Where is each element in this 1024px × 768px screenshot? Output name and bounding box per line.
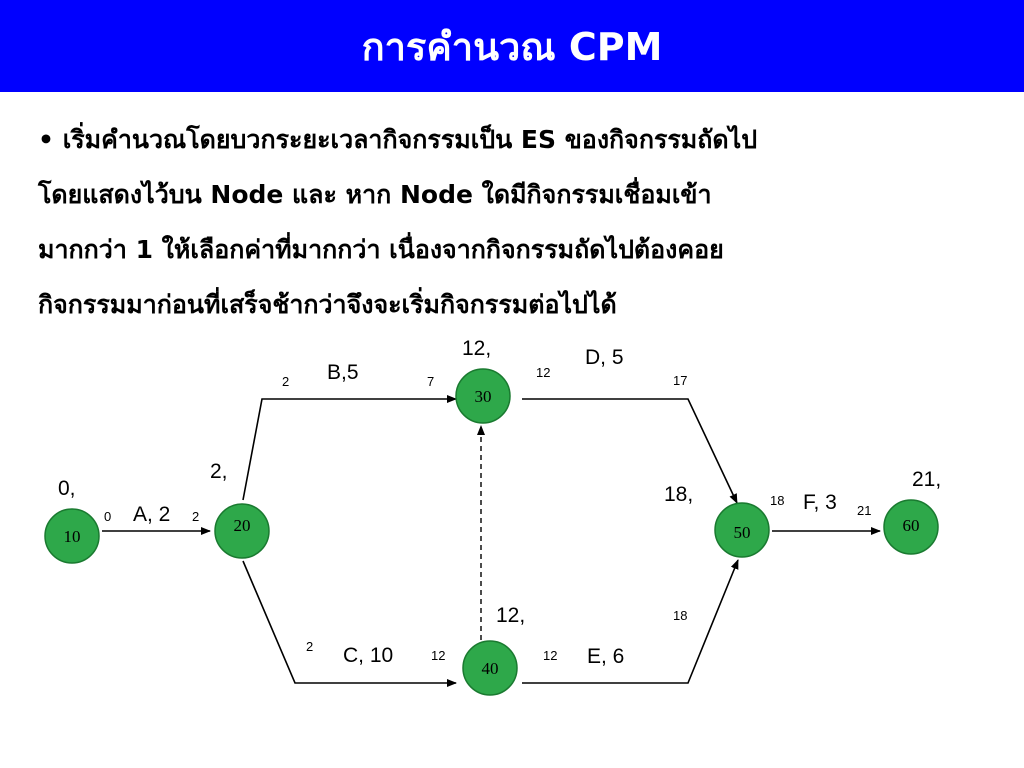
node-40-label: 40	[482, 659, 499, 678]
activity-E-label: E, 6	[587, 645, 624, 668]
node-50: 50	[714, 502, 770, 558]
arrow-activity-B	[242, 395, 457, 501]
arrow-activity-D	[522, 398, 738, 504]
node-40: 40	[462, 640, 518, 696]
activity-E-start: 12	[543, 648, 557, 663]
arrow-activity-E	[522, 559, 739, 684]
paragraph-line-4: กิจกรรมมาก่อนที่เสร็จช้ากว่าจึงจะเริ่มกิ…	[38, 290, 617, 319]
activity-B-end: 7	[427, 374, 434, 389]
activity-B-start: 2	[282, 374, 289, 389]
activity-E-end: 18	[673, 608, 687, 623]
node-10-label: 10	[64, 527, 81, 546]
node-50-es: 18,	[664, 483, 693, 506]
node-20: 20	[214, 503, 270, 559]
page-title: การคำนวณ CPM	[361, 24, 663, 69]
node-30: 30	[455, 368, 511, 424]
activity-C-end: 12	[431, 648, 445, 663]
bullet-icon: •	[38, 125, 54, 154]
node-60-es: 21,	[912, 468, 941, 491]
activity-F-end: 21	[857, 503, 871, 518]
node-40-es: 12,	[496, 604, 525, 627]
activity-B-label: B,5	[327, 361, 359, 384]
title-bar: การคำนวณ CPM	[0, 0, 1024, 92]
activity-D-start: 12	[536, 365, 550, 380]
node-30-es: 12,	[462, 337, 491, 360]
paragraph-line-3: มากกว่า 1 ให้เลือกค่าที่มากกว่า เนื่องจา…	[38, 235, 724, 264]
explanation-paragraph: • เริ่มคำนวณโดยบวกระยะเวลากิจกรรมเป็น ES…	[38, 112, 998, 332]
activity-F-label: F, 3	[803, 491, 837, 514]
activity-D-label: D, 5	[585, 346, 624, 369]
activity-A-end: 2	[192, 509, 199, 524]
paragraph-line-1-text: เริ่มคำนวณโดยบวกระยะเวลากิจกรรมเป็น ES ข…	[62, 125, 758, 154]
activity-F-start: 18	[770, 493, 784, 508]
node-20-label: 20	[234, 516, 251, 535]
arrow-activity-C	[242, 560, 457, 687]
node-20-es: 2,	[210, 460, 228, 483]
node-10: 10	[44, 508, 100, 564]
node-30-label: 30	[475, 387, 492, 406]
node-50-label: 50	[734, 523, 751, 542]
activity-A-label: A, 2	[133, 503, 170, 526]
paragraph-line-1: • เริ่มคำนวณโดยบวกระยะเวลากิจกรรมเป็น ES…	[38, 112, 998, 167]
activity-C-label: C, 10	[343, 644, 393, 667]
node-60: 60	[883, 499, 939, 555]
activity-C-start: 2	[306, 639, 313, 654]
node-60-label: 60	[903, 516, 920, 535]
activity-D-end: 17	[673, 373, 687, 388]
paragraph-line-2: โดยแสดงไว้บน Node และ หาก Node ใดมีกิจกร…	[38, 180, 712, 209]
node-10-es: 0,	[58, 477, 76, 500]
activity-A-start: 0	[104, 509, 111, 524]
